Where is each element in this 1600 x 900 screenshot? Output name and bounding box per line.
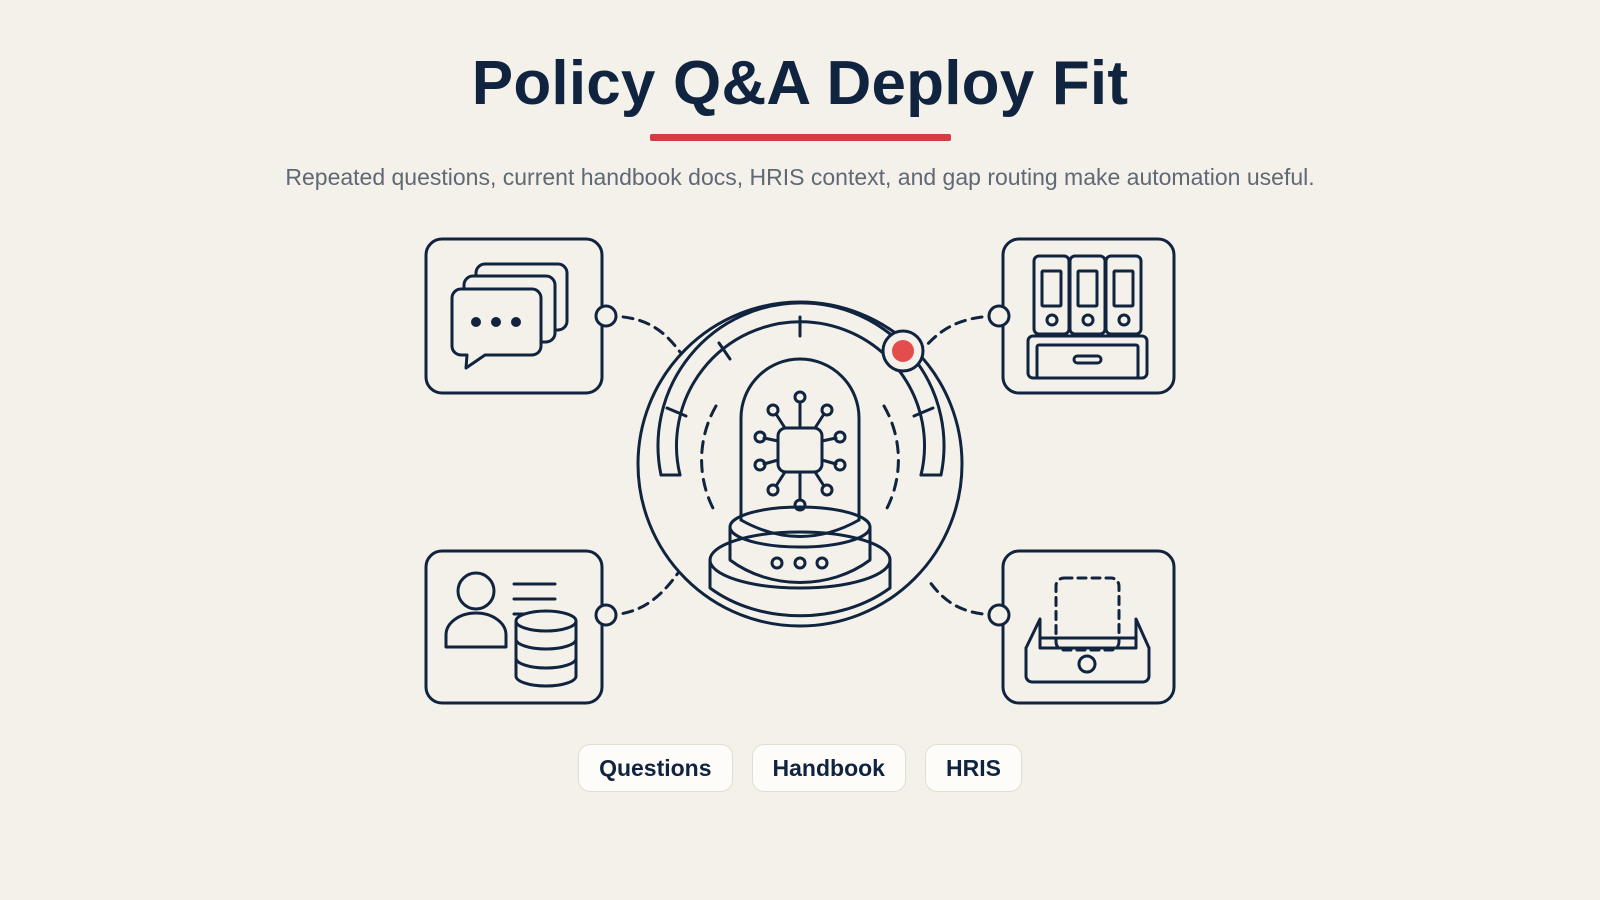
card-questions bbox=[424, 237, 618, 395]
title-underline bbox=[650, 134, 951, 141]
hub-dashed-arc-right bbox=[882, 404, 900, 514]
hub-dashed-arc-left bbox=[700, 404, 718, 514]
inbox-tray-icon bbox=[1024, 576, 1151, 684]
card-gaps bbox=[987, 549, 1176, 705]
chat-bubbles-icon bbox=[450, 262, 569, 370]
connector-gaps bbox=[925, 576, 1001, 617]
employee-database-icon bbox=[444, 571, 578, 688]
connector-hris bbox=[604, 571, 680, 617]
connector-questions bbox=[604, 314, 682, 354]
chip-hris[interactable]: HRIS bbox=[924, 744, 1022, 792]
card-handbook bbox=[987, 237, 1176, 395]
connectors bbox=[604, 314, 1001, 617]
connector-handbook bbox=[923, 314, 1001, 349]
central-hub bbox=[636, 300, 964, 628]
binders-cabinet-icon bbox=[1026, 254, 1149, 380]
status-indicator-dot bbox=[892, 340, 914, 362]
chip-handbook[interactable]: Handbook bbox=[751, 744, 906, 792]
hub-inner-arc bbox=[656, 301, 946, 477]
chip-questions[interactable]: Questions bbox=[578, 744, 733, 792]
chip-row: Questions Handbook HRIS bbox=[0, 744, 1600, 792]
ai-chip-dome-icon bbox=[708, 357, 892, 618]
card-hris bbox=[424, 549, 618, 705]
page-title: Policy Q&A Deploy Fit bbox=[471, 49, 1129, 118]
page-subtitle: Repeated questions, current handbook doc… bbox=[285, 164, 1315, 190]
